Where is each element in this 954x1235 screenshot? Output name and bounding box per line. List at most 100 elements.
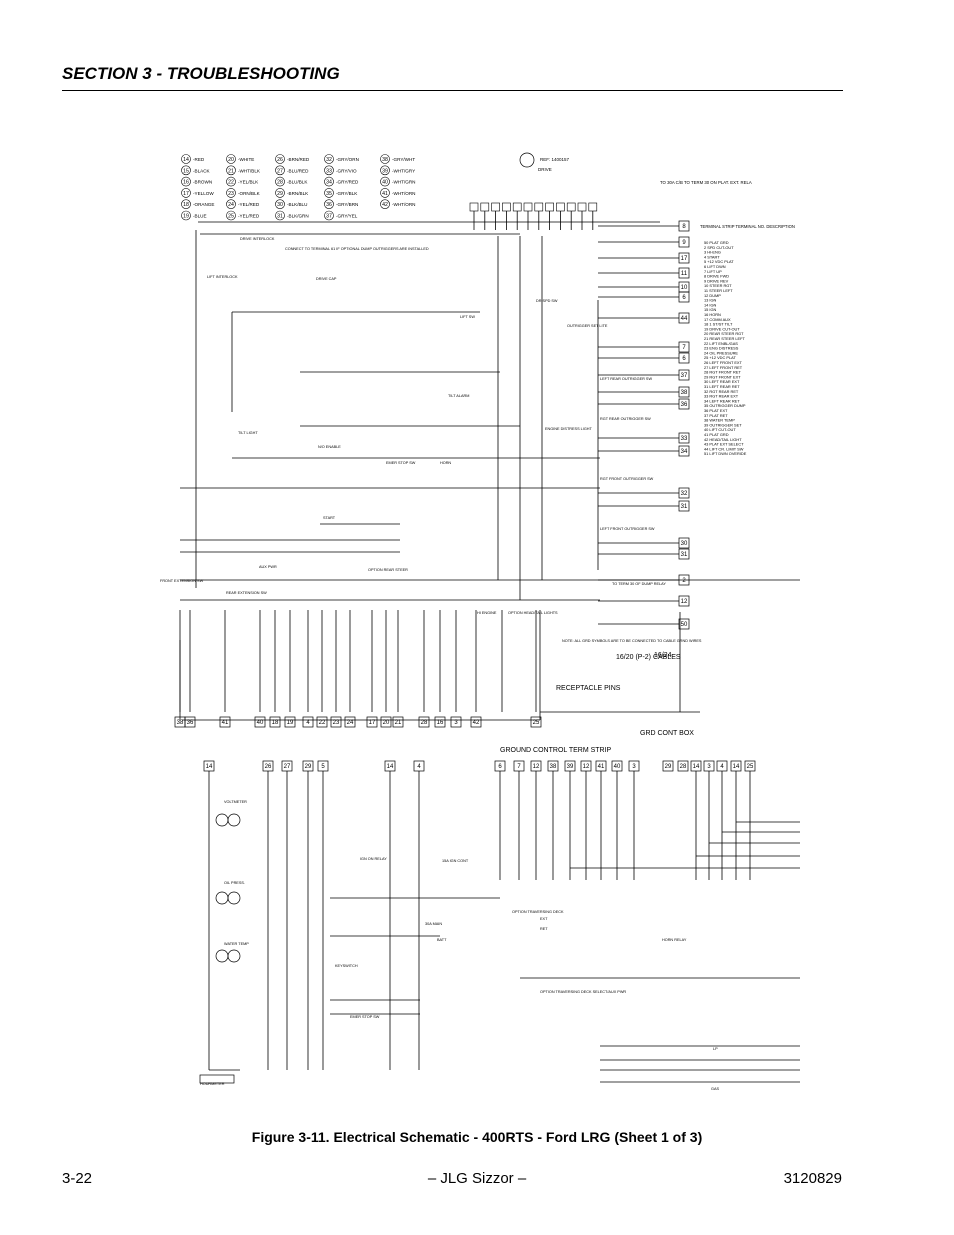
- connector-pin: [523, 202, 533, 212]
- legend-number: 27: [277, 168, 283, 174]
- legend-color: -GRY/WHT: [392, 157, 415, 162]
- connector-pin: [469, 202, 479, 212]
- terminal-box: [678, 267, 690, 279]
- device-label: 30A MAIN: [425, 922, 442, 926]
- terminal-box: [530, 716, 542, 728]
- gauge-icon: [215, 891, 229, 905]
- device-label: RGT FRONT OUTRIGGER SW: [600, 477, 654, 481]
- terminal-box: [384, 760, 396, 772]
- legend-color: -BROWN: [193, 180, 212, 185]
- hourmeter-icon: [199, 1074, 235, 1084]
- terminal-number: 4: [417, 764, 421, 770]
- legend-circle: [181, 154, 191, 164]
- legend-color: -BLU/RED: [287, 168, 309, 173]
- terminal-number: 4: [720, 764, 724, 770]
- terminal-box: [678, 369, 690, 381]
- terminal-box: [203, 760, 215, 772]
- legend-circle: [226, 165, 236, 176]
- device-label: HOURMETER: [200, 1082, 225, 1086]
- terminal-number: 17: [681, 256, 688, 262]
- terminal-description: 36 PLAT EXT: [704, 408, 728, 413]
- terminal-number: 44: [681, 316, 688, 322]
- legend-color: -BRN/RED: [287, 157, 310, 162]
- legend-color: -BRN/BLK: [287, 191, 309, 196]
- terminal-box: [316, 716, 328, 728]
- terminal-description: 13 IGN: [704, 298, 717, 303]
- terminal-number: 29: [305, 764, 312, 770]
- terminal-box: [662, 760, 674, 772]
- terminal-description: 28 RGT FRONT RET: [704, 370, 741, 375]
- ref-label: REF: 1400157: [540, 157, 570, 162]
- device-label: LEFT REAR OUTRIGGER SW: [600, 377, 652, 381]
- legend-circle: [181, 199, 191, 209]
- device-label: VOLTMETER: [224, 800, 247, 804]
- legend-number: 23: [228, 191, 234, 197]
- device-label: RET: [540, 927, 548, 931]
- legend-number: 41: [382, 191, 388, 197]
- terminal-number: 31: [681, 504, 688, 510]
- legend-color: -YEL/RED: [238, 214, 260, 219]
- device-label: LP: [713, 1047, 718, 1051]
- device-label: HI ENGINE: [477, 611, 497, 615]
- legend-circle: [275, 176, 285, 187]
- terminal-description: 6 LIFT DWN: [704, 264, 726, 269]
- terminal-number: 42: [473, 720, 480, 726]
- terminal-box: [380, 716, 392, 728]
- terminal-number: 21: [395, 720, 402, 726]
- legend-number: 16: [183, 180, 189, 186]
- legend-circle: [324, 199, 334, 209]
- terminal-description: 32 RGT REAR RET: [704, 389, 739, 394]
- terminal-description: 21 REAR STEER LEFT: [704, 336, 745, 341]
- gauge-icon: [215, 813, 229, 827]
- terminal-box: [678, 445, 690, 457]
- gauge-icon: [227, 949, 241, 963]
- terminal-description: 35 OUTRIGGER DUMP: [704, 403, 746, 408]
- device-label: EXT: [540, 917, 548, 921]
- terminal-box: [344, 716, 356, 728]
- legend-circle: [380, 165, 390, 176]
- connector-pin: [566, 202, 576, 212]
- device-label: RECEPTACLE PINS: [556, 685, 621, 692]
- terminal-description: 12 DUMP: [704, 293, 721, 298]
- legend-color: -WHT/BLK: [238, 168, 261, 173]
- terminal-box: [678, 500, 690, 512]
- terminal-description: 34 LEFT REAR RET: [704, 398, 740, 403]
- terminal-number: 6: [682, 295, 686, 301]
- device-label: REAR EXTENSION SW: [226, 591, 267, 595]
- legend-circle: [324, 210, 334, 221]
- drive-label: DRIVE: [538, 167, 552, 172]
- terminal-description: 2 SPD CUT-OUT: [704, 245, 734, 250]
- legend-color: -BLK/BLU: [287, 202, 307, 207]
- terminal-description: 22 LIFT ENBL/GAS: [704, 341, 738, 346]
- terminal-box: [730, 760, 742, 772]
- device-label: 16/20 (P-2) CABLES: [616, 654, 681, 661]
- terminal-box: [530, 760, 542, 772]
- terminal-description: 31 LEFT REAR RET: [704, 384, 740, 389]
- legend-number: 19: [183, 214, 189, 220]
- terminal-box: [513, 760, 525, 772]
- terminal-number: 27: [284, 764, 291, 770]
- terminal-number: 25: [533, 720, 540, 726]
- legend-number: 39: [382, 168, 388, 174]
- terminal-box: [330, 716, 342, 728]
- device-label: NOTE: ALL GRD SYMBOLS ARE TO BE CONNECTE…: [562, 639, 702, 643]
- terminal-description: 41 PLAT GRD: [704, 432, 729, 437]
- device-label: HORN: [440, 461, 451, 465]
- terminal-number: 14: [206, 764, 213, 770]
- page-number: 3-22: [62, 1170, 93, 1187]
- terminal-box: [219, 716, 231, 728]
- terminal-description: 7 LIFT UP: [704, 269, 722, 274]
- connector-pin: [545, 202, 554, 212]
- legend-number: 37: [326, 214, 332, 220]
- terminal-box: [564, 760, 576, 772]
- device-label: IGN ON RELAY: [360, 857, 387, 861]
- terminal-number: 38: [550, 764, 557, 770]
- terminal-box: [302, 760, 314, 772]
- terminal-description: 14 IGN: [704, 302, 717, 307]
- terminal-number: 6: [498, 764, 502, 770]
- device-label: CONNECT TO TERMINAL 61 IF OPTIONAL DUMP …: [285, 247, 429, 251]
- connector-pin: [556, 202, 565, 212]
- terminal-description: 50 PLAT GRD: [704, 240, 729, 245]
